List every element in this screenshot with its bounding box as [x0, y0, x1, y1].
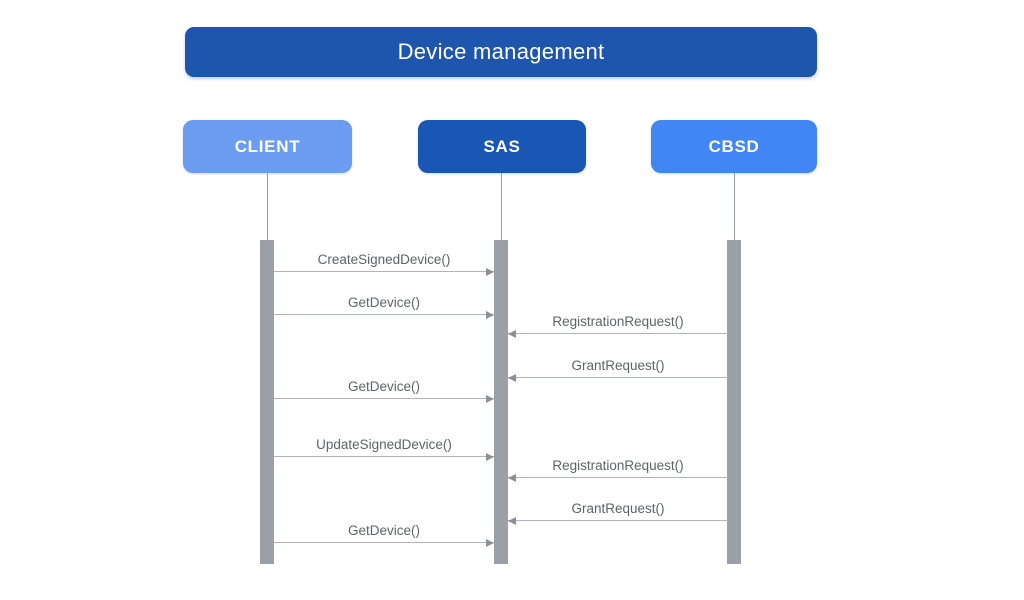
lifeline-sas — [501, 173, 502, 240]
arrow-left-icon — [508, 373, 728, 382]
message-grant-request-1: GrantRequest() — [508, 357, 728, 382]
message-label: GetDevice() — [347, 523, 420, 538]
arrow-right-icon — [274, 394, 494, 403]
lifeline-cbsd — [734, 173, 735, 240]
message-label: RegistrationRequest() — [552, 314, 684, 329]
message-get-device-1: GetDevice() — [274, 294, 494, 319]
message-label: CreateSignedDevice() — [317, 252, 451, 267]
actor-sas-label: SAS — [483, 136, 521, 156]
message-label: GrantRequest() — [571, 358, 665, 373]
actor-client: CLIENT — [183, 120, 352, 173]
message-update-signed-device: UpdateSignedDevice() — [274, 436, 494, 461]
message-get-device-2: GetDevice() — [274, 378, 494, 403]
diagram-title: Device management — [397, 39, 605, 64]
actor-sas: SAS — [418, 120, 586, 173]
message-registration-request-1: RegistrationRequest() — [508, 313, 728, 338]
message-label: RegistrationRequest() — [552, 458, 684, 473]
message-grant-request-2: GrantRequest() — [508, 500, 728, 525]
arrow-left-icon — [508, 516, 728, 525]
actor-cbsd-label: CBSD — [708, 136, 760, 156]
activation-bar-sas — [494, 240, 508, 564]
lifeline-client — [267, 173, 268, 240]
arrow-right-icon — [274, 452, 494, 461]
arrow-right-icon — [274, 310, 494, 319]
activation-bar-client — [260, 240, 274, 564]
message-label: GrantRequest() — [571, 501, 665, 516]
message-registration-request-2: RegistrationRequest() — [508, 457, 728, 482]
arrow-left-icon — [508, 329, 728, 338]
arrow-left-icon — [508, 473, 728, 482]
message-label: GetDevice() — [347, 379, 420, 394]
diagram-title-bar: Device management — [185, 27, 817, 77]
message-label: UpdateSignedDevice() — [316, 437, 452, 452]
message-get-device-3: GetDevice() — [274, 522, 494, 547]
actor-cbsd: CBSD — [651, 120, 817, 173]
message-label: GetDevice() — [347, 295, 420, 310]
actor-client-label: CLIENT — [234, 136, 301, 156]
activation-bar-cbsd — [727, 240, 741, 564]
arrow-right-icon — [274, 267, 494, 276]
arrow-right-icon — [274, 538, 494, 547]
message-create-signed-device: CreateSignedDevice() — [274, 251, 494, 276]
